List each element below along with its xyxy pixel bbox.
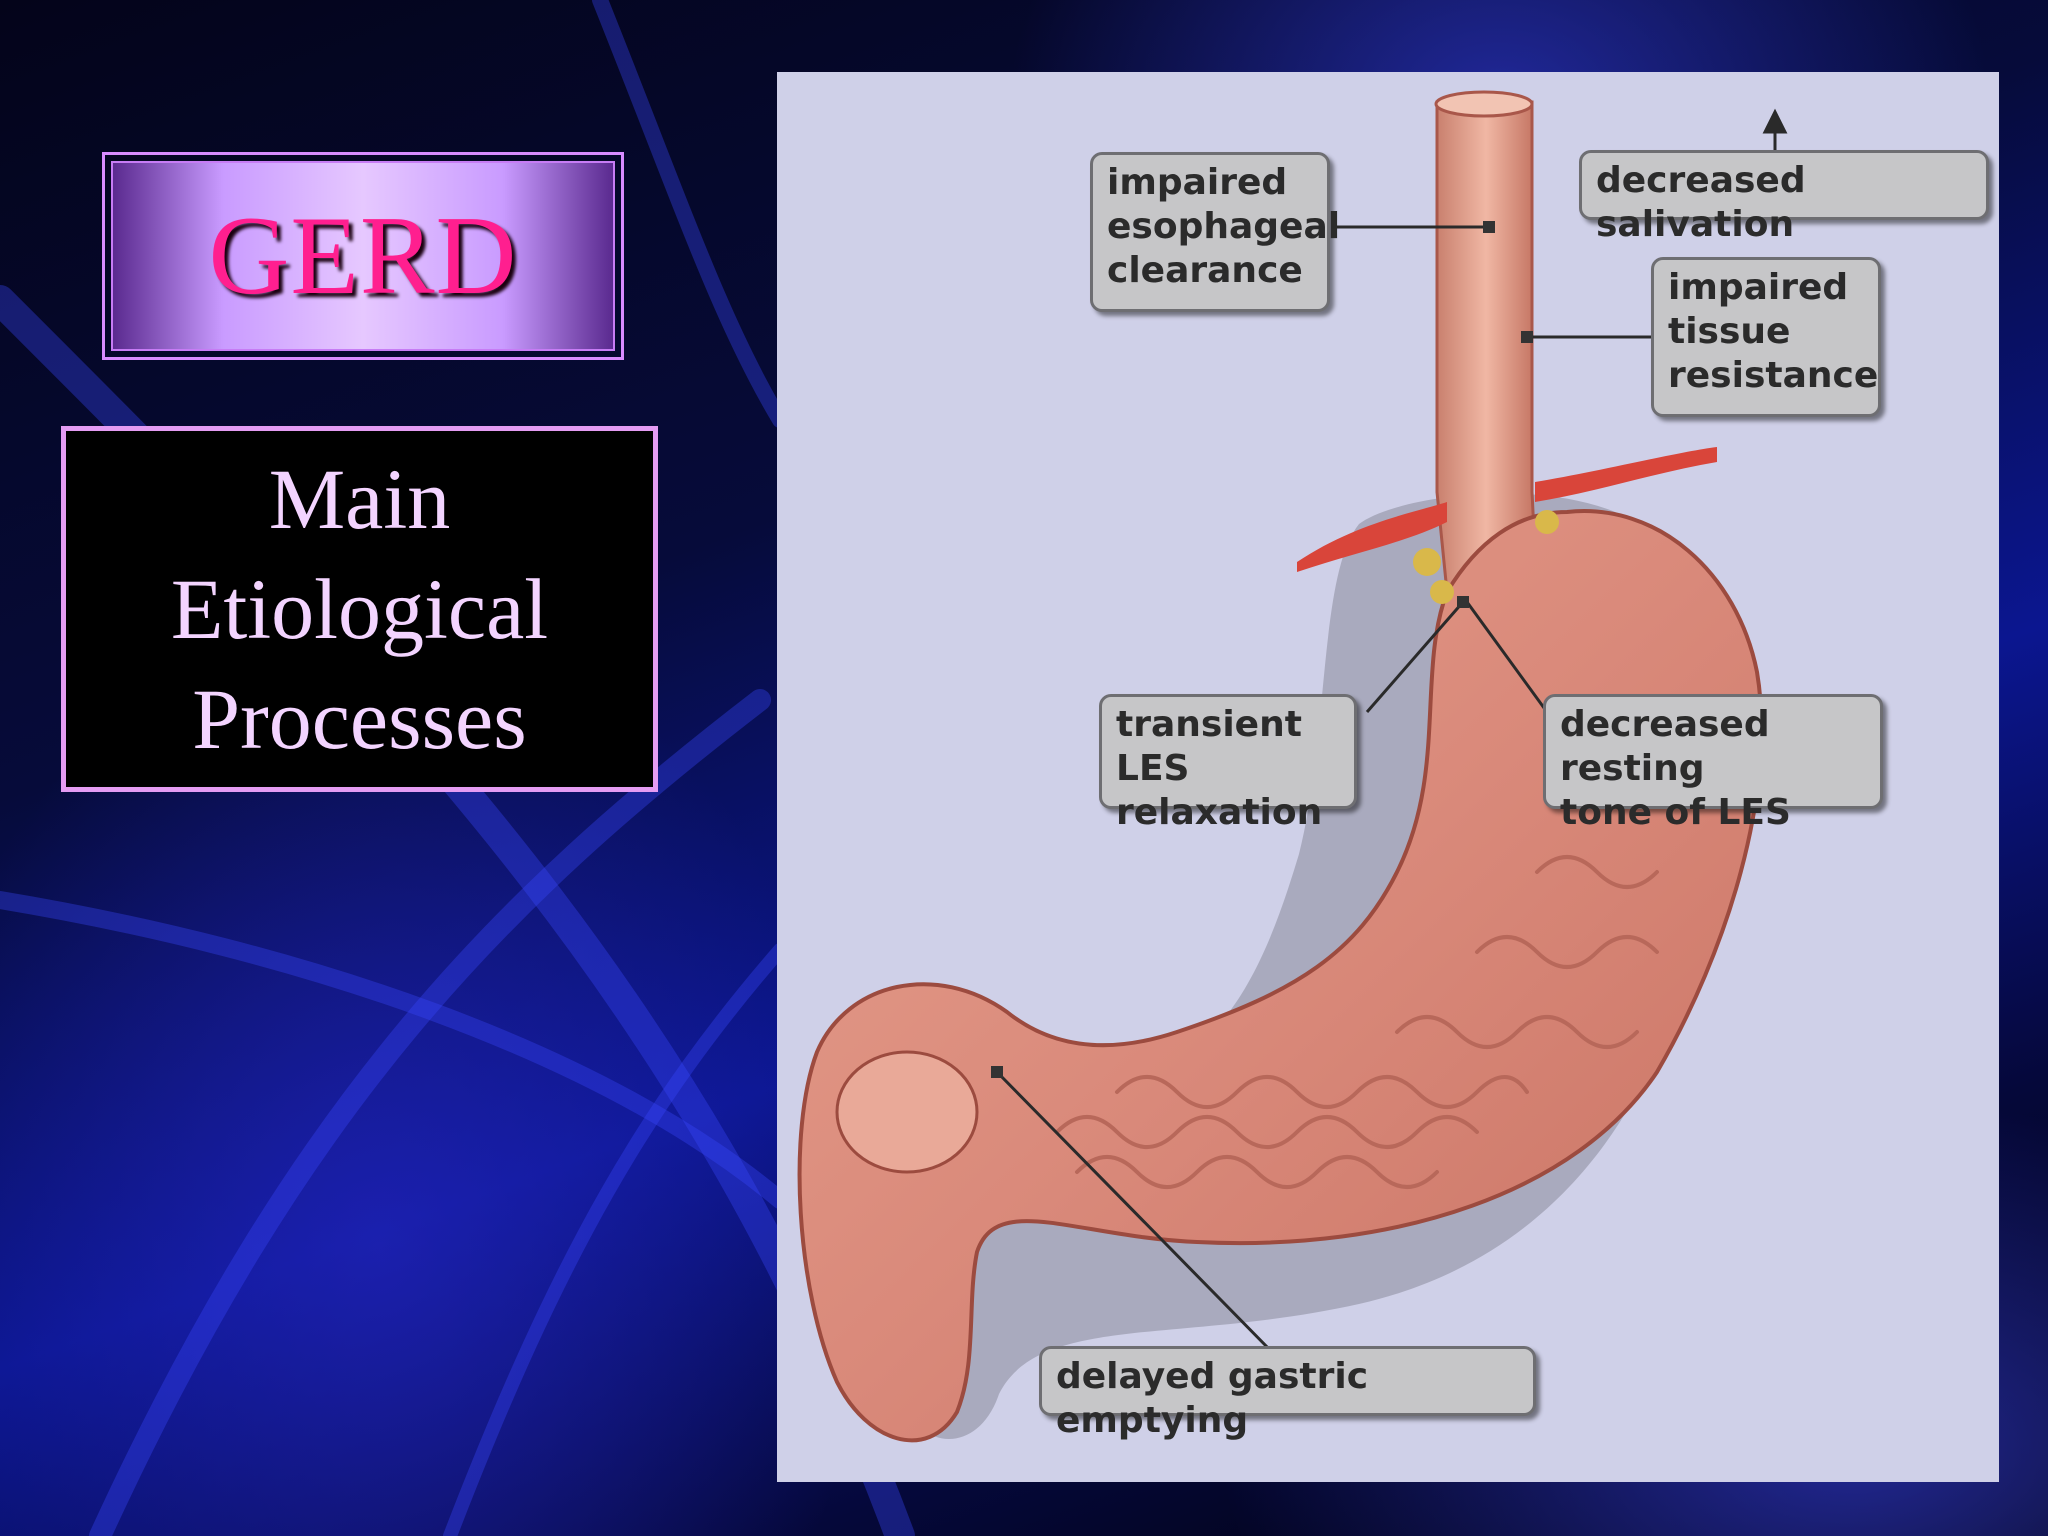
stomach-illustration: impaired esophageal clearance decreased …	[777, 72, 1999, 1482]
leader-lines	[995, 108, 1788, 1354]
title-banner: GERD	[111, 161, 615, 351]
esophagus	[1435, 100, 1537, 595]
callout-decreased-resting-tone: decreased resting tone of LES	[1543, 694, 1883, 833]
callout-delayed-gastric-emptying: delayed gastric emptying	[1039, 1346, 1536, 1441]
gastric-rugae	[1055, 855, 1659, 1189]
callout-transient-les-relaxation: transient LES relaxation	[1099, 694, 1357, 833]
subtitle-frame: Main Etiological Processes	[61, 426, 658, 792]
subtitle-line-main: Main	[268, 451, 451, 547]
callout-decreased-salivation: decreased salivation	[1579, 150, 1989, 245]
callout-impaired-tissue-resistance: impaired tissue resistance	[1651, 257, 1881, 417]
subtitle-line-processes: Processes	[192, 671, 527, 767]
callout-impaired-esophageal-clearance: impaired esophageal clearance	[1090, 152, 1340, 312]
subtitle-line-etiological: Etiological	[170, 561, 549, 657]
slide-title: GERD	[208, 194, 518, 318]
stomach-anatomy-drawing	[797, 90, 1788, 1443]
title-frame: GERD	[102, 152, 624, 360]
